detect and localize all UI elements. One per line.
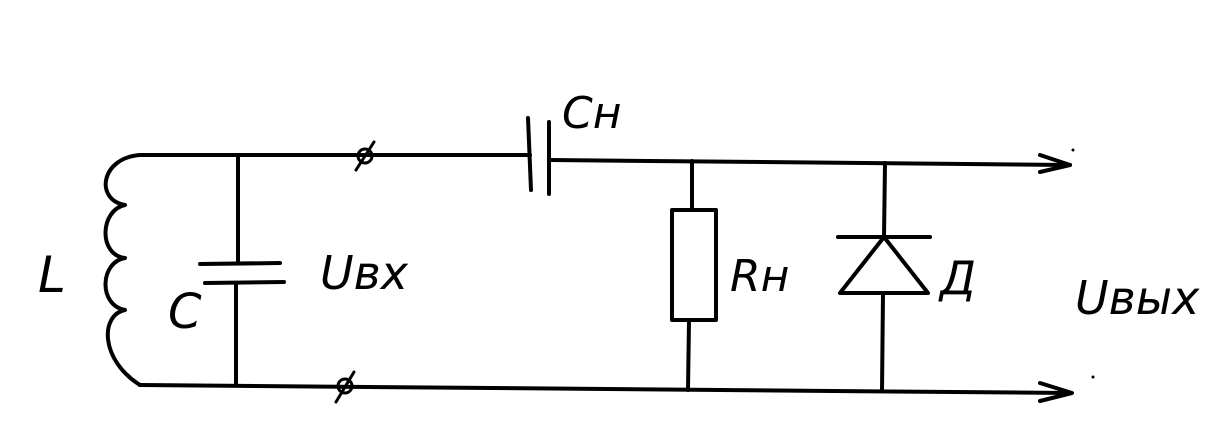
capacitor-label: C (168, 284, 202, 340)
load-resistor-label: Rн (730, 251, 790, 302)
diode-lead-top (882, 161, 887, 239)
bottom-wire (138, 383, 1072, 395)
top-wire-right (548, 158, 1072, 167)
coupling-capacitor-label: Cн (562, 88, 622, 139)
capacitor-cn-plate-left (526, 116, 533, 192)
resistor-lead-bottom (686, 318, 691, 392)
stray-dot-bottom (1091, 375, 1095, 379)
diode-lead-bottom (880, 291, 885, 393)
resistor-body (670, 208, 718, 322)
stray-dot-top (1071, 148, 1075, 152)
inductor-coil (103, 153, 142, 387)
input-voltage-label: Uвх (320, 246, 409, 300)
output-arrow-bottom (1038, 381, 1074, 403)
diode-label: Д (940, 251, 976, 305)
input-terminal-top (354, 140, 376, 172)
inductor-label: L (38, 246, 66, 304)
output-arrow-top (1038, 153, 1072, 174)
input-terminal-bottom (334, 370, 356, 404)
capacitor-c-plate-bottom (203, 280, 286, 285)
output-voltage-label: Uвых (1075, 271, 1200, 325)
capacitor-c-plate-top (198, 261, 282, 266)
diode-triangle (838, 235, 930, 295)
